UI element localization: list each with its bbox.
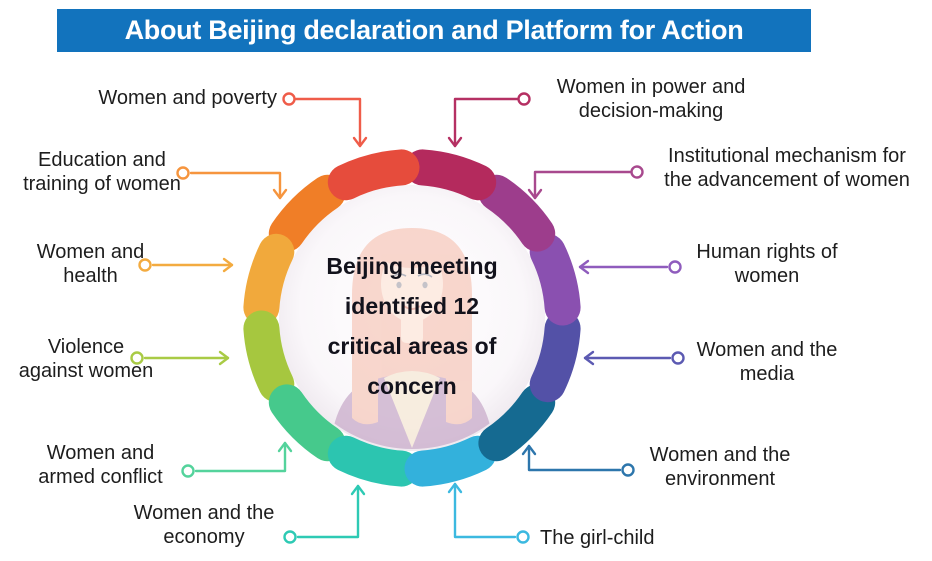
connector-human-rights-of-women	[578, 259, 682, 275]
title-banner: About Beijing declaration and Platform f…	[57, 9, 811, 52]
ring-segment-women-and-the-economy	[327, 435, 420, 487]
connector-dot-icon	[282, 92, 296, 106]
connector-dot-icon	[176, 166, 190, 180]
connector-institutional-mechanism	[527, 165, 644, 200]
connector-violence-against-women	[130, 350, 230, 366]
area-label-women-and-the-media: Women and the media	[696, 339, 838, 385]
ring-segment-women-and-poverty	[327, 149, 420, 201]
arrowhead-icon	[350, 484, 366, 496]
ring-segment-institutional-mechanism	[478, 174, 556, 252]
connector-women-and-environment	[521, 444, 635, 477]
woman-illustration	[330, 228, 494, 449]
connector-dot-icon	[181, 464, 195, 478]
segment-ring	[243, 149, 581, 487]
connector-dot-icon	[621, 463, 635, 477]
connector-women-and-health	[138, 257, 234, 273]
connector-dot-icon	[516, 530, 530, 544]
connector-dot-icon	[671, 351, 685, 365]
arrowhead-icon	[583, 350, 595, 366]
center-caption: Beijing meeting identified 12 critical a…	[326, 253, 498, 399]
connector-women-in-power	[447, 92, 531, 148]
ring-segment-the-girl-child	[404, 435, 497, 487]
arrowhead-icon	[222, 257, 234, 273]
arrowhead-icon	[521, 444, 537, 456]
area-label-women-and-the-economy: Women and the economy	[133, 502, 275, 548]
page-title: About Beijing declaration and Platform f…	[124, 15, 744, 45]
arrowhead-icon	[447, 482, 463, 494]
ring-segment-women-and-armed-conflict	[268, 384, 346, 462]
ring-segment-violence-against-women	[243, 310, 295, 403]
area-label-women-and-armed-conflict: Women and armed conflict	[38, 442, 163, 488]
area-label-the-girl-child: The girl-child	[540, 527, 655, 549]
connector-dot-icon	[283, 530, 297, 544]
connector-dot-icon	[630, 165, 644, 179]
connector-dot-icon	[517, 92, 531, 106]
ring-segment-women-in-power	[404, 149, 497, 201]
connector-women-and-poverty	[282, 92, 368, 148]
area-label-institutional-mechanism: Institutional mechanism for the advancem…	[664, 145, 910, 191]
ring-segment-education-and-training	[268, 174, 346, 252]
arrowhead-icon	[527, 188, 543, 200]
area-label-human-rights-of-women: Human rights of women	[696, 241, 838, 287]
arrowhead-icon	[272, 188, 288, 200]
connector-women-and-armed-conflict	[181, 441, 293, 478]
area-label-women-and-poverty: Women and poverty	[98, 87, 277, 109]
connectors	[130, 92, 685, 544]
connector-dot-icon	[668, 260, 682, 274]
connector-women-and-the-economy	[283, 484, 366, 544]
ring-segment-human-rights-of-women	[529, 233, 581, 326]
area-label-education-and-training: Education and training of women	[23, 149, 181, 195]
connector-dot-icon	[130, 351, 144, 365]
arrowhead-icon	[218, 350, 230, 366]
connector-education-and-training	[176, 166, 288, 200]
arrowhead-icon	[277, 441, 293, 453]
connector-dot-icon	[138, 258, 152, 272]
ring-segment-women-and-health	[243, 233, 295, 326]
area-label-violence-against-women: Violence against women	[18, 336, 154, 382]
area-label-women-in-power: Women in power and decision-making	[556, 76, 746, 122]
arrowhead-icon	[578, 259, 590, 275]
arrowhead-icon	[352, 136, 368, 148]
ring-segment-women-and-the-media	[529, 310, 581, 403]
arrowhead-icon	[447, 136, 463, 148]
connector-women-and-the-media	[583, 350, 685, 366]
area-label-women-and-environment: Women and the environment	[649, 444, 791, 490]
area-label-women-and-health: Women and health	[36, 241, 145, 287]
ring-segment-women-and-environment	[478, 384, 556, 462]
connector-the-girl-child	[447, 482, 530, 544]
